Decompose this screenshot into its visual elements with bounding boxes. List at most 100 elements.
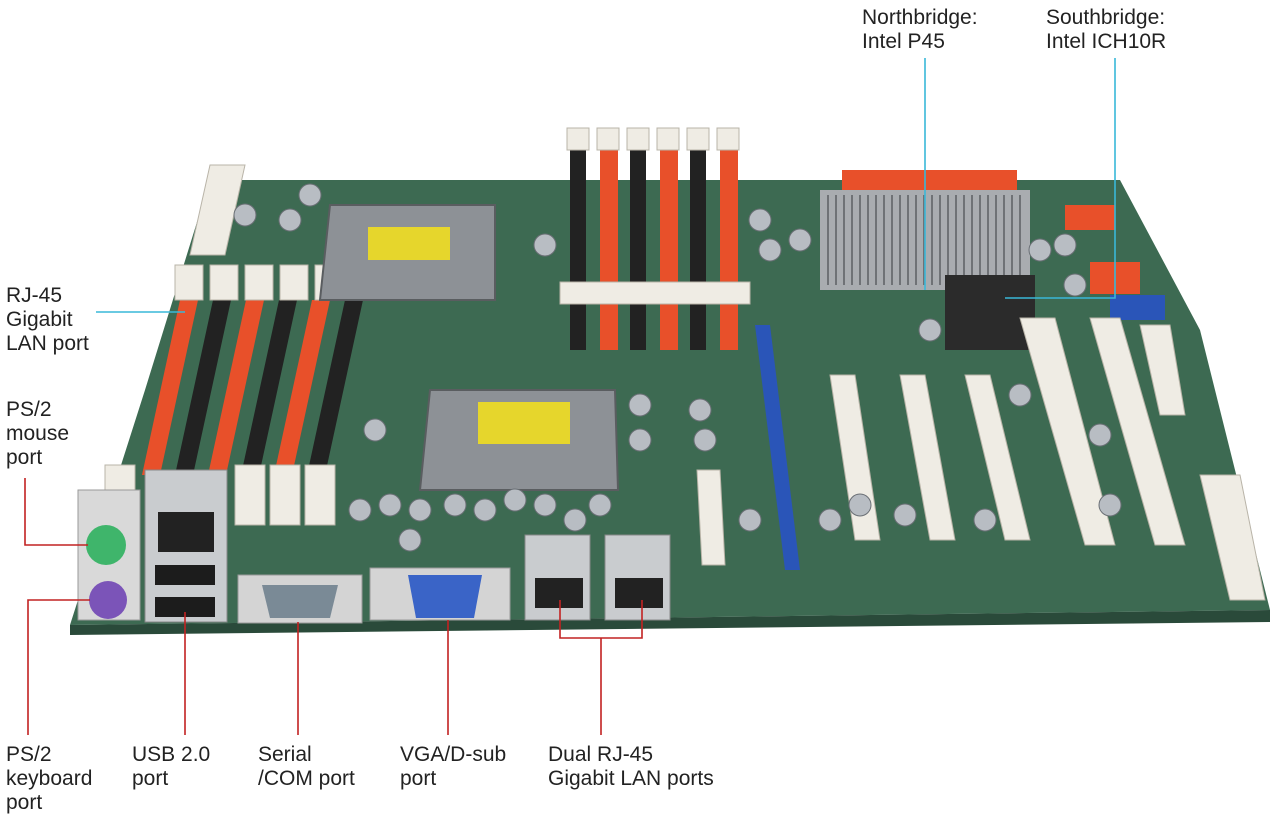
capacitor: [973, 508, 997, 532]
capacitor: [628, 393, 652, 417]
pci-slot: [1089, 317, 1186, 546]
capacitor: [1053, 233, 1077, 257]
pci-slot: [1199, 474, 1266, 601]
capacitor: [738, 508, 762, 532]
cpu-socket-1-core: [368, 227, 450, 260]
capacitor: [818, 508, 842, 532]
capacitor: [278, 208, 302, 232]
top-dimm-clip: [596, 127, 620, 151]
vga-port-icon: [369, 567, 511, 621]
left-dimm-clip: [304, 464, 336, 526]
usb-port-icon: [155, 565, 215, 617]
left-dimm-slot: [307, 300, 363, 475]
top-dimm-clip: [686, 127, 710, 151]
pci-slots: [696, 317, 1266, 601]
capacitor: [1098, 493, 1122, 517]
dual-rj45-port-1-jack: [535, 578, 583, 608]
ps2-mouse-label: PS/2 mouse port: [6, 398, 70, 469]
ps2-port-icon: [86, 525, 127, 619]
ps2-mouse-callout: [24, 478, 88, 546]
pci-slot: [1139, 324, 1186, 416]
ps2-mouse-port: [86, 525, 126, 565]
usb-label: USB 2.0 port: [132, 743, 211, 790]
capacitor: [348, 498, 372, 522]
capacitor: [1028, 238, 1052, 262]
capacitor: [688, 398, 712, 422]
pci-slot: [1019, 317, 1116, 546]
southbridge-callout: [1005, 58, 1116, 299]
top-dimm-slot: [720, 145, 738, 350]
cpu-socket-icon: [318, 204, 620, 491]
usb-port-1: [155, 565, 215, 585]
left-dimm-clip: [234, 464, 266, 526]
left-dimm-clip: [174, 264, 204, 301]
capacitor: [758, 238, 782, 262]
sata-ports-red: [1065, 205, 1115, 230]
capacitor: [233, 203, 257, 227]
vga-port-connector: [408, 575, 482, 618]
rj45-label: RJ-45 Gigabit LAN port: [6, 284, 89, 355]
left-dimm-slot: [208, 300, 264, 475]
left-dimm-clip: [244, 264, 274, 301]
sata-ports-blue: [1110, 295, 1165, 320]
top-dimm-clip: [716, 127, 740, 151]
left-dimm-slot: [175, 300, 231, 475]
capacitor: [748, 208, 772, 232]
capacitor: [363, 418, 387, 442]
ps2-keyboard-port: [89, 581, 127, 619]
capacitor: [408, 498, 432, 522]
capacitor: [848, 493, 872, 517]
top-dimm-slot: [690, 145, 706, 350]
top-dimm-clip: [656, 127, 680, 151]
top-dimm-slots: [559, 127, 751, 350]
dual-rj45-port-2-jack: [615, 578, 663, 608]
capacitor: [298, 183, 322, 207]
capacitor: [918, 318, 942, 342]
top-dimm-slot: [600, 145, 618, 350]
cpu-socket-2-core: [478, 402, 570, 444]
capacitor: [533, 233, 557, 257]
top-dimm-slot: [570, 145, 586, 350]
left-dimm-slots: [104, 264, 379, 526]
left-dimm-slot: [142, 300, 198, 475]
pcb-edge: [70, 610, 1270, 635]
pcie-x16-slot: [755, 325, 800, 570]
top-dimm-clip: [566, 127, 590, 151]
northbridge-label: Northbridge: Intel P45: [862, 6, 978, 53]
capacitors: [233, 183, 1122, 552]
rear-io: [77, 469, 671, 624]
dual-rj45-label: Dual RJ-45 Gigabit LAN ports: [548, 743, 714, 790]
capacitor: [1088, 423, 1112, 447]
pci-slot: [899, 374, 956, 541]
capacitor: [1063, 273, 1087, 297]
capacitor: [1008, 383, 1032, 407]
top-dimm-clip: [626, 127, 650, 151]
pci-slot: [964, 374, 1031, 541]
capacitor: [533, 493, 557, 517]
callout-lines: [24, 58, 1116, 735]
top-dimm-clip: [559, 281, 751, 305]
heatsink-fins: [827, 195, 1021, 285]
left-dimm-clip: [279, 264, 309, 301]
vga-label: VGA/D-sub port: [400, 743, 507, 790]
capacitor: [893, 503, 917, 527]
top-dimm-slot: [660, 145, 678, 350]
ps2-keyboard-label: PS/2 keyboard port: [6, 743, 93, 814]
serial-label: Serial /COM port: [258, 743, 355, 790]
capacitor: [473, 498, 497, 522]
left-dimm-clip: [209, 264, 239, 301]
southbridge-chip: [945, 275, 1035, 350]
capacitor: [378, 493, 402, 517]
capacitor: [693, 428, 717, 452]
southbridge-label: Southbridge: Intel ICH10R: [1046, 6, 1167, 53]
serial-port-connector: [262, 585, 338, 618]
rj45-port-icon: [144, 469, 671, 623]
rj45-port: [158, 512, 214, 552]
capacitor: [788, 228, 812, 252]
left-dimm-clip: [269, 464, 301, 526]
capacitor: [503, 488, 527, 512]
connector-strip: [842, 170, 1017, 190]
capacitor: [443, 493, 467, 517]
left-dimm-slot: [274, 300, 330, 475]
